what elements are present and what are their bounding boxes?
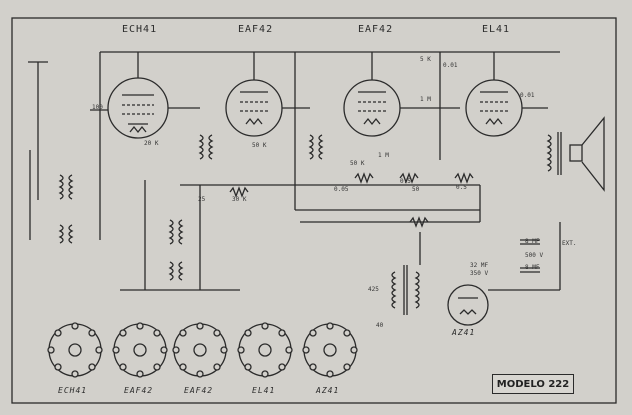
socket-label-eaf42-1: EAF42 bbox=[124, 386, 154, 395]
resistor-d bbox=[454, 172, 474, 184]
if-transformer-2 bbox=[308, 134, 314, 160]
antenna-coil bbox=[58, 174, 64, 200]
comp-c-005: 0.05 bbox=[334, 186, 349, 193]
resistor-e bbox=[409, 216, 429, 228]
socket-label-el41: EL41 bbox=[252, 386, 276, 395]
tube-label-ech41: ECH41 bbox=[122, 24, 158, 35]
power-transformer-primary bbox=[391, 271, 397, 309]
output-transformer bbox=[546, 134, 552, 172]
osc-coil-1 bbox=[168, 219, 174, 245]
tube-label-eaf42-2: EAF42 bbox=[358, 24, 394, 35]
tube-label-az41: AZ41 bbox=[452, 328, 476, 337]
resistor-a bbox=[229, 186, 249, 198]
resistor-c bbox=[399, 172, 419, 184]
comp-v-350: 350 V bbox=[470, 270, 489, 277]
comp-c-500v: 500 V bbox=[525, 252, 544, 259]
if-transformer-1 bbox=[198, 134, 204, 160]
tube-label-eaf42-1: EAF42 bbox=[238, 24, 274, 35]
tube-eaf42b-envelope bbox=[343, 79, 401, 137]
comp-ext: EXT. bbox=[562, 240, 577, 247]
comp-r-20k: 20 K bbox=[144, 140, 159, 147]
comp-c-8mf-a: 8 MF bbox=[525, 238, 540, 245]
comp-c-100: 100 bbox=[92, 104, 103, 111]
comp-c-05: 0.5 bbox=[400, 178, 411, 185]
tube-az41-envelope bbox=[447, 284, 489, 326]
comp-r-1m: 1 M bbox=[420, 96, 431, 103]
comp-c-50: 50 bbox=[412, 186, 420, 193]
comp-r-30k: 30 K bbox=[232, 196, 247, 203]
tube-el41-envelope bbox=[465, 79, 523, 137]
tube-label-el41: EL41 bbox=[482, 24, 511, 35]
model-label: MODELO 222 bbox=[492, 374, 574, 394]
speaker-magnet bbox=[569, 144, 583, 162]
speaker-cone bbox=[581, 116, 605, 192]
frame bbox=[11, 17, 617, 404]
tube-eaf42a-envelope bbox=[225, 79, 283, 137]
comp-r-1m-b: 1 M bbox=[378, 152, 389, 159]
comp-v-425: 425 bbox=[368, 286, 379, 293]
comp-c-05b: 0.5 bbox=[456, 184, 467, 191]
comp-r-5k: 5 K bbox=[420, 56, 431, 63]
socket-label-eaf42-2: EAF42 bbox=[184, 386, 214, 395]
comp-c-001: 0.01 bbox=[443, 62, 458, 69]
socket-label-ech41: ECH41 bbox=[58, 386, 88, 395]
socket-label-az41: AZ41 bbox=[316, 386, 340, 395]
comp-c-001b: 0.01 bbox=[520, 92, 535, 99]
comp-c-8mf-b: 8 MF bbox=[525, 264, 540, 271]
tube-ech41-envelope bbox=[107, 77, 169, 139]
comp-v-40: 40 bbox=[376, 322, 384, 329]
comp-r-50k-b: 50 K bbox=[350, 160, 365, 167]
comp-mf-32: 32 MF bbox=[470, 262, 489, 269]
comp-c-25: 25 bbox=[198, 196, 206, 203]
comp-r-50k-a: 50 K bbox=[252, 142, 267, 149]
resistor-b bbox=[354, 172, 374, 184]
